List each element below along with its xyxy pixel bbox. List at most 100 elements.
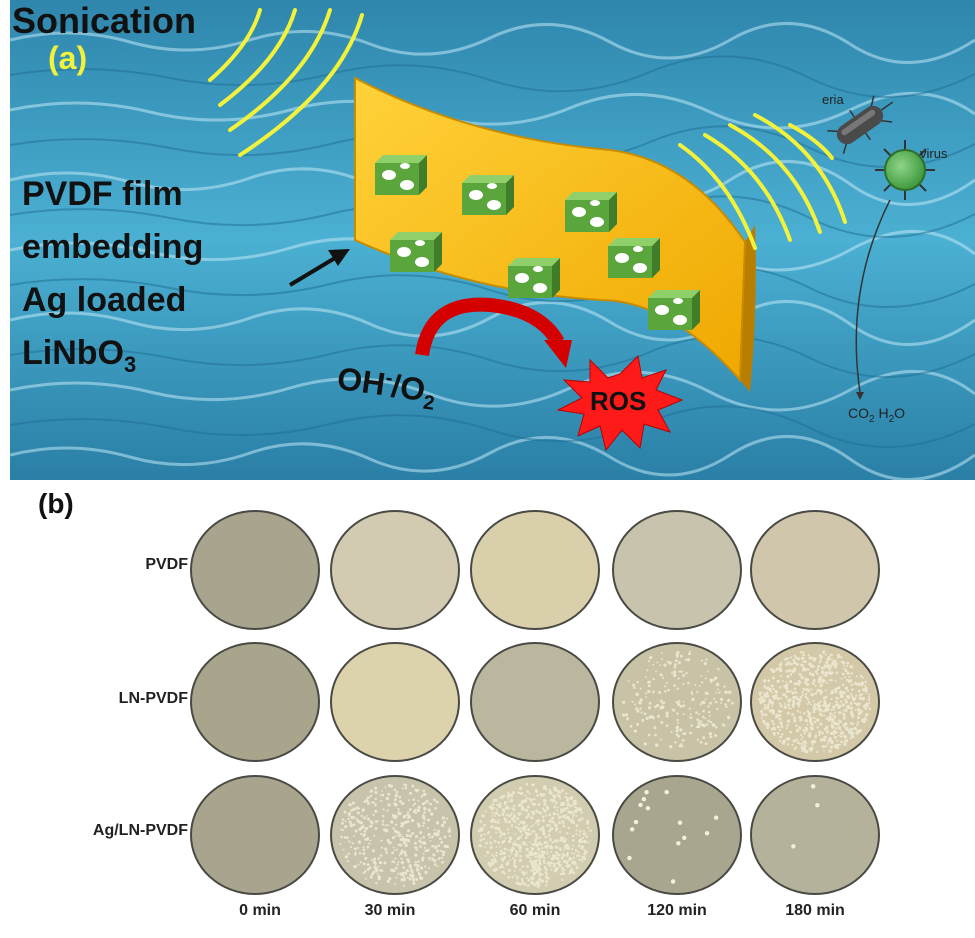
- colony: [543, 856, 546, 860]
- cube-6: [608, 238, 660, 278]
- colony: [528, 828, 531, 831]
- colony: [556, 813, 560, 816]
- colony: [797, 705, 800, 708]
- colony: [367, 817, 371, 821]
- colony: [383, 861, 387, 865]
- colony: [833, 659, 837, 663]
- colony: [788, 730, 792, 734]
- colony: [767, 679, 771, 683]
- colony: [803, 712, 806, 715]
- colony: [403, 838, 407, 843]
- colony: [370, 859, 373, 862]
- colony: [393, 882, 397, 885]
- colony: [553, 786, 557, 790]
- colony: [388, 841, 392, 845]
- colony: [709, 721, 711, 723]
- colony: [535, 844, 539, 848]
- colony: [519, 791, 524, 796]
- colony: [541, 828, 546, 833]
- colony: [369, 794, 373, 798]
- colony: [491, 811, 494, 814]
- colony: [505, 805, 509, 809]
- colony: [789, 690, 792, 693]
- colony: [497, 818, 500, 821]
- colony: [348, 820, 352, 824]
- colony: [419, 845, 422, 848]
- colony: [850, 701, 853, 704]
- colony: [478, 844, 482, 848]
- colony: [559, 791, 562, 794]
- colony: [701, 681, 704, 684]
- colony: [778, 717, 782, 721]
- cube-7: [648, 290, 700, 330]
- colony: [560, 868, 563, 871]
- colony: [664, 685, 667, 688]
- colony: [798, 726, 802, 730]
- colony: [799, 695, 803, 699]
- colony: [372, 860, 377, 864]
- colony: [537, 852, 540, 855]
- colony: [404, 843, 408, 847]
- colony: [537, 842, 541, 846]
- colony: [406, 838, 410, 842]
- ag-loaded-linbo3-particles: [375, 155, 700, 330]
- colony: [499, 835, 502, 838]
- colony: [570, 869, 574, 872]
- colony: [794, 746, 798, 749]
- colony: [411, 784, 415, 788]
- colony: [636, 722, 639, 726]
- colony: [530, 825, 533, 828]
- colony: [533, 866, 537, 870]
- colony: [813, 665, 816, 668]
- colony: [405, 813, 408, 817]
- colony: [786, 711, 790, 715]
- degradation-arrow-icon: [855, 199, 891, 400]
- colony: [846, 740, 849, 743]
- colony: [806, 688, 809, 691]
- colony: [408, 873, 412, 876]
- colony: [544, 787, 548, 791]
- colony: [522, 865, 525, 867]
- colony: [425, 799, 429, 803]
- colony: [559, 808, 564, 812]
- colony: [803, 688, 807, 691]
- colony: [532, 824, 535, 827]
- colony: [571, 810, 574, 813]
- colony: [419, 837, 422, 840]
- colony: [402, 884, 406, 887]
- colony: [517, 823, 520, 826]
- colony: [840, 700, 843, 703]
- colony: [676, 651, 680, 655]
- colony: [421, 814, 425, 817]
- colony: [578, 839, 582, 844]
- colony: [794, 691, 798, 694]
- colony: [499, 796, 503, 800]
- colony: [518, 855, 521, 857]
- colony: [658, 690, 661, 694]
- colony: [690, 691, 693, 694]
- colony: [518, 868, 522, 871]
- colony: [824, 745, 827, 748]
- colony: [779, 663, 783, 667]
- colony: [421, 794, 424, 797]
- colony: [699, 740, 703, 744]
- colony: [437, 832, 440, 835]
- colony: [836, 722, 840, 726]
- colony: [346, 860, 349, 863]
- colony: [805, 750, 809, 754]
- colony: [688, 652, 691, 656]
- colony: [686, 658, 691, 662]
- colony: [435, 821, 440, 825]
- colony: [833, 715, 837, 719]
- colony: [407, 815, 412, 819]
- colony: [648, 701, 652, 705]
- colony: [436, 834, 440, 837]
- colony: [779, 668, 783, 673]
- colony: [561, 839, 564, 842]
- colony: [429, 856, 432, 859]
- colony: [779, 704, 783, 708]
- colony: [492, 868, 496, 872]
- colony: [514, 874, 517, 877]
- colony: [795, 724, 798, 728]
- colony: [568, 872, 572, 875]
